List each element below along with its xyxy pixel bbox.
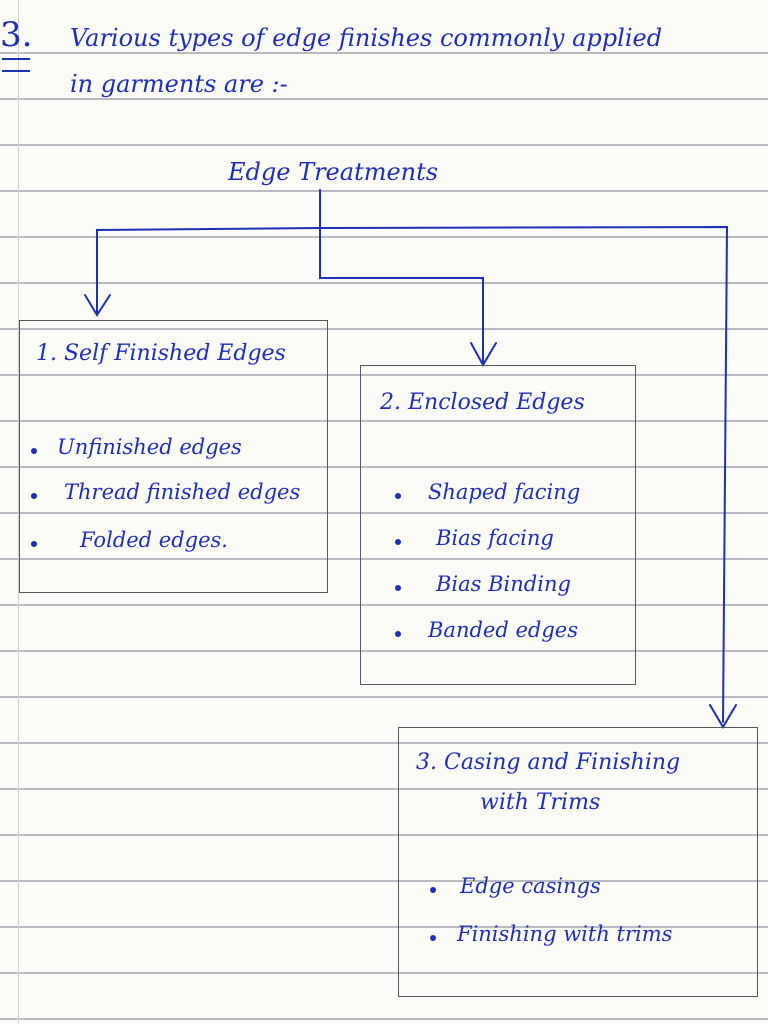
bullet-dot	[31, 493, 37, 499]
heading-line-1: Various types of edge finishes commonly …	[70, 24, 663, 52]
box2-title: 2. Enclosed Edges	[380, 390, 585, 415]
bullet-dot	[395, 631, 401, 637]
root-stem	[319, 189, 484, 363]
box2-item-3: Bias Binding	[436, 572, 571, 596]
bullet-dot	[395, 493, 401, 499]
box2-item-1: Shaped facing	[428, 480, 581, 504]
notebook-margin-line	[18, 0, 19, 1024]
box3-title-line-1: 3. Casing and Finishing	[416, 750, 681, 775]
heading-line-2: in garments are :-	[70, 70, 288, 98]
box1-title: 1. Self Finished Edges	[36, 341, 286, 366]
box3-title-line-2: with Trims	[480, 790, 601, 815]
box-casing-and-trims	[398, 727, 758, 997]
bullet-dot	[395, 539, 401, 545]
bullet-dot	[430, 935, 436, 941]
question-number-underline	[2, 58, 30, 72]
box1-item-2: Thread finished edges	[64, 480, 301, 504]
box1-item-3: Folded edges.	[80, 528, 228, 552]
root-node-label: Edge Treatments	[228, 158, 439, 186]
branch-bar	[96, 227, 321, 314]
box2-item-2: Bias facing	[436, 526, 554, 550]
box-enclosed-edges	[360, 365, 636, 685]
bullet-dot	[31, 541, 37, 547]
box1-item-1: Unfinished edges	[57, 435, 242, 459]
box3-item-2: Finishing with trims	[457, 922, 673, 946]
box2-item-4: Banded edges	[428, 618, 578, 642]
bullet-dot	[430, 887, 436, 893]
bullet-dot	[395, 585, 401, 591]
branch-right	[319, 225, 729, 723]
box3-item-1: Edge casings	[460, 874, 601, 898]
bullet-dot	[31, 448, 37, 454]
box-self-finished-edges	[19, 320, 328, 593]
arrowhead-box1	[84, 294, 111, 317]
question-number: 3.	[0, 15, 33, 55]
